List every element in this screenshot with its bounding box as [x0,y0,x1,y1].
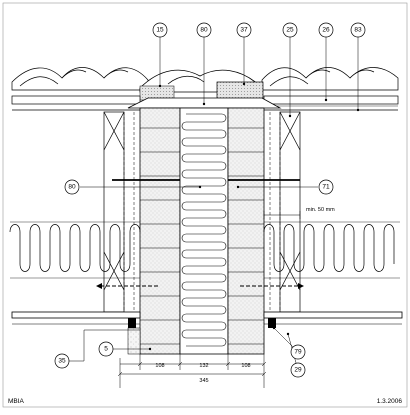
callout-80-left: 80 [68,184,76,191]
callout-35: 35 [58,358,66,365]
footer-left-label: MBIA [8,398,25,405]
callout-29: 29 [294,367,302,374]
core-insulation-layer [179,107,229,355]
min-gap-dimension [263,211,301,219]
dim-total: 345 [199,378,208,384]
right-sealing-strip [268,318,276,328]
masonry-wall [139,107,265,355]
dimension-lines [117,354,267,388]
left-plaster-return [127,327,141,355]
callout-71: 71 [322,184,330,191]
roof-board-band [11,95,399,111]
dim-right-leaf: 108 [241,363,250,369]
callout-circles [54,22,366,378]
min-gap-note: min. 50 mm [306,207,335,213]
callout-15: 15 [156,27,164,34]
roof-insulation-left [9,221,141,279]
hidden-lines [123,112,281,312]
leader-dots [148,82,360,351]
core-insulation-squiggle [181,113,227,347]
drawing-frame [2,2,408,408]
callout-83: 83 [354,27,362,34]
callout-26: 26 [322,27,330,34]
left-brick-leaf [139,107,181,355]
right-brick-leaf [227,107,265,355]
left-sealing-strip [128,318,136,328]
callout-5: 5 [104,346,108,353]
footer-date: 1.3.2006 [377,398,403,405]
callout-37: 37 [240,27,248,34]
arrow-heads [96,283,304,289]
dim-left-leaf: 108 [155,363,164,369]
callout-25: 25 [286,27,294,34]
roof-tiles [11,67,399,91]
dim-core: 132 [199,363,208,369]
callout-80-top: 80 [200,27,208,34]
brick-coursing [140,127,264,345]
roof-insulation-right [263,221,400,279]
ceiling-boards [11,311,403,325]
callout-79: 79 [294,349,302,356]
